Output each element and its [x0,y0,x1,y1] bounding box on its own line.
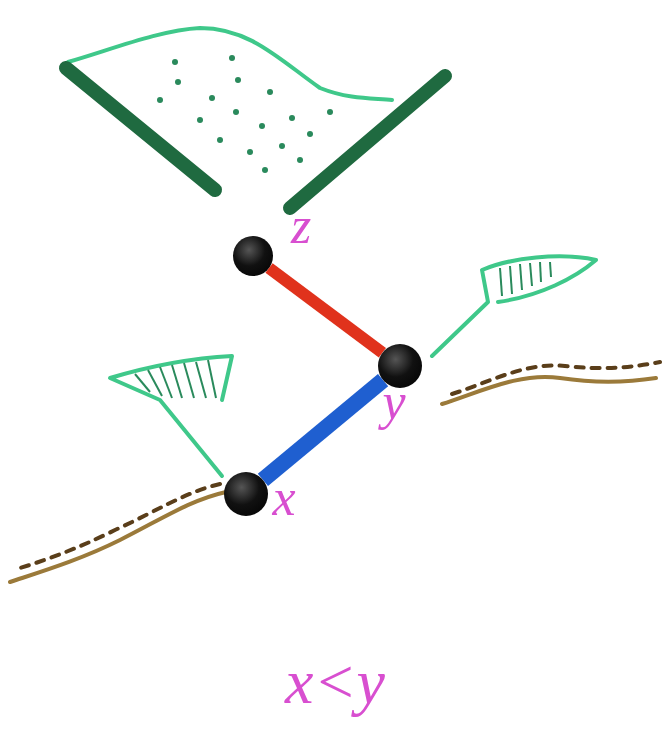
point-label: x [272,472,295,524]
relation-label: x<y [285,650,385,714]
wavy-line [10,492,226,582]
point-dot: y [378,344,422,388]
segment [269,268,382,353]
fan-dots [157,55,333,173]
small-fan-hatch [135,360,216,398]
point-label: y [382,376,405,428]
point-dot: x [224,472,268,516]
fan-edge [290,76,445,208]
point-label: z [291,200,311,252]
small-fan-hatch [500,262,551,296]
segment [263,380,383,480]
fan-edge [66,68,215,190]
small-fan [432,256,596,356]
wavy-dashed-line [452,362,660,394]
fan-top [68,28,392,100]
point-dot: z [233,236,273,276]
wavy-dashed-line [20,484,220,568]
small-fan [110,356,232,476]
wavy-line [442,377,656,404]
